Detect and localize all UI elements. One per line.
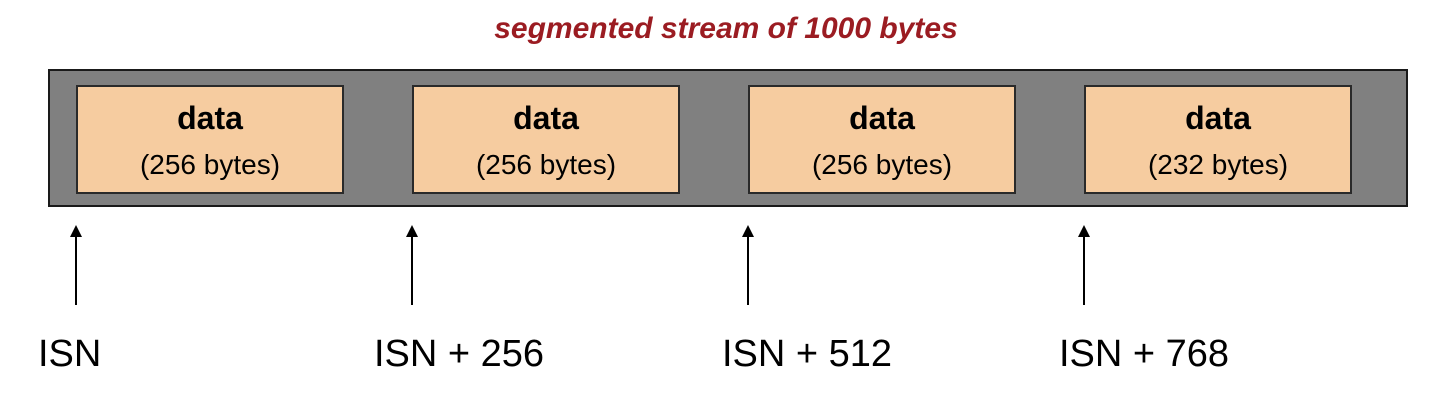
- byte-stream: data (256 bytes) data (256 bytes) data (…: [48, 69, 1408, 207]
- segment-label: data: [1185, 100, 1251, 136]
- segment-label: data: [513, 100, 579, 136]
- segment-size: (256 bytes): [139, 149, 281, 180]
- offset-label-isn-768: ISN + 768: [1059, 333, 1230, 375]
- up-arrow-icon: [406, 225, 418, 305]
- up-arrow-icon: [1078, 225, 1090, 305]
- segment-size: (232 bytes): [1147, 149, 1289, 180]
- segment-3: data (256 bytes): [748, 85, 1016, 194]
- segment-size: (256 bytes): [475, 149, 617, 180]
- diagram-title: segmented stream of 1000 bytes: [494, 12, 958, 45]
- offset-label-isn: ISN: [38, 333, 102, 375]
- up-arrow-icon: [70, 225, 82, 305]
- segment-4: data (232 bytes): [1084, 85, 1352, 194]
- offset-label-isn-256: ISN + 256: [374, 333, 545, 375]
- segment-label: data: [177, 100, 243, 136]
- offset-label-isn-512: ISN + 512: [722, 333, 893, 375]
- segment-1: data (256 bytes): [76, 85, 344, 194]
- segment-label: data: [849, 100, 915, 136]
- segment-size: (256 bytes): [811, 149, 953, 180]
- segment-2: data (256 bytes): [412, 85, 680, 194]
- up-arrow-icon: [742, 225, 754, 305]
